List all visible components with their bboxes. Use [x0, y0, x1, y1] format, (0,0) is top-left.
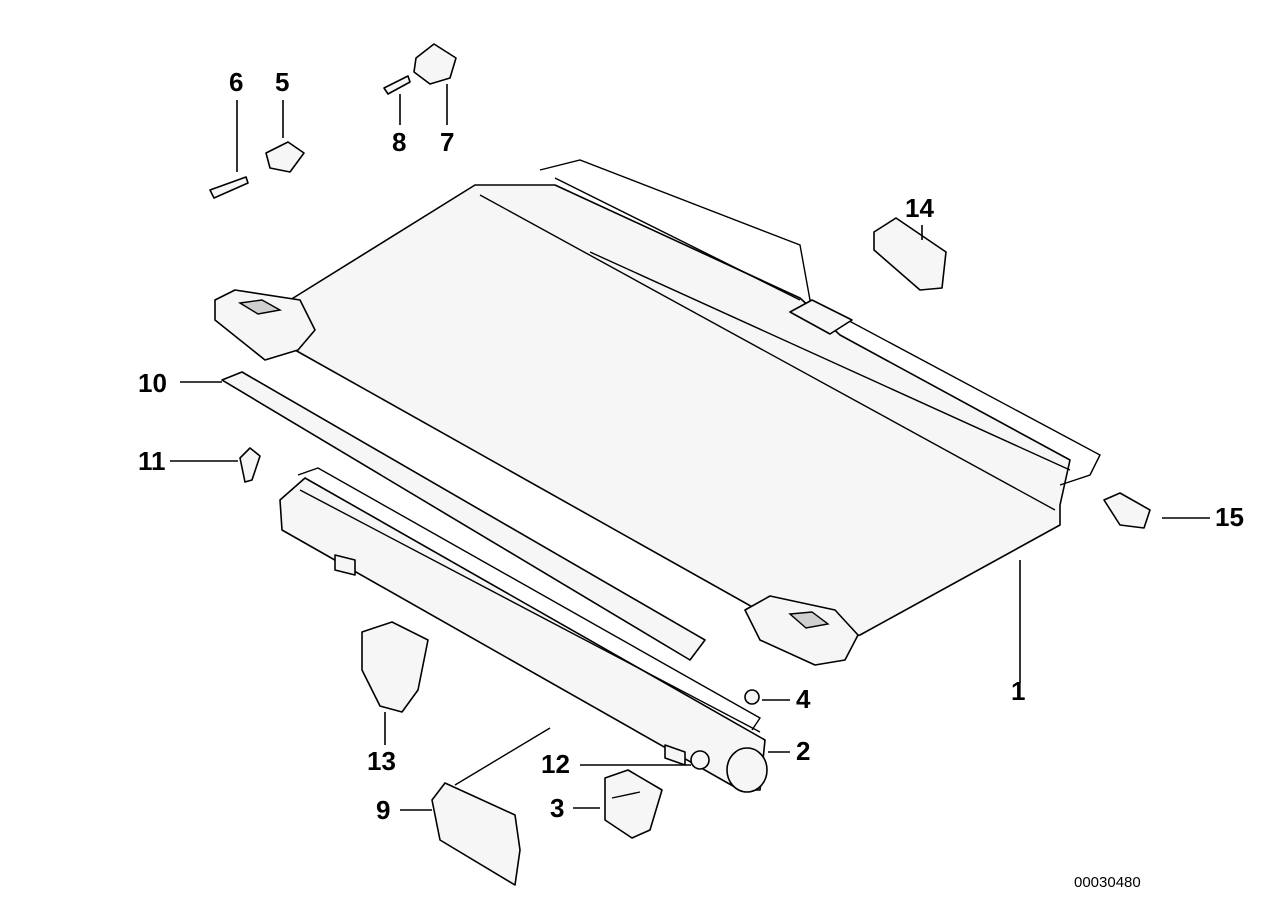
- part-10-strip: [221, 371, 706, 661]
- callout-11: 11: [138, 446, 166, 476]
- callout-12: 12: [541, 749, 570, 779]
- callout-4: 4: [796, 684, 811, 714]
- callout-6: 6: [229, 67, 243, 97]
- part-13-holder: [361, 621, 429, 713]
- callout-15: 15: [1215, 502, 1244, 532]
- part-12-cap-nut: [690, 750, 710, 770]
- callout-9: 9: [376, 795, 390, 825]
- callout-5: 5: [275, 67, 289, 97]
- callout-1: 1: [1011, 676, 1025, 706]
- callout-13: 13: [367, 746, 396, 776]
- part-6-screw: [209, 176, 249, 199]
- part-14-mount: [873, 217, 947, 291]
- part-11-screw: [239, 447, 261, 483]
- part-15-bolt: [1103, 492, 1151, 529]
- callout-7: 7: [440, 127, 454, 157]
- callout-14: 14: [905, 193, 934, 223]
- part-3-bracket: [604, 769, 663, 839]
- part-9-end-cap: [431, 727, 551, 886]
- callout-8: 8: [392, 127, 406, 157]
- part-8-screw: [383, 75, 411, 95]
- callout-3: 3: [550, 793, 564, 823]
- part-1-cover-panel: [214, 159, 1101, 666]
- document-number: 00030480: [1074, 874, 1141, 891]
- part-5-clip: [265, 141, 305, 173]
- callout-10: 10: [138, 368, 167, 398]
- callout-2: 2: [796, 736, 810, 766]
- part-4-nut: [744, 689, 760, 705]
- part-7-mount: [413, 43, 457, 85]
